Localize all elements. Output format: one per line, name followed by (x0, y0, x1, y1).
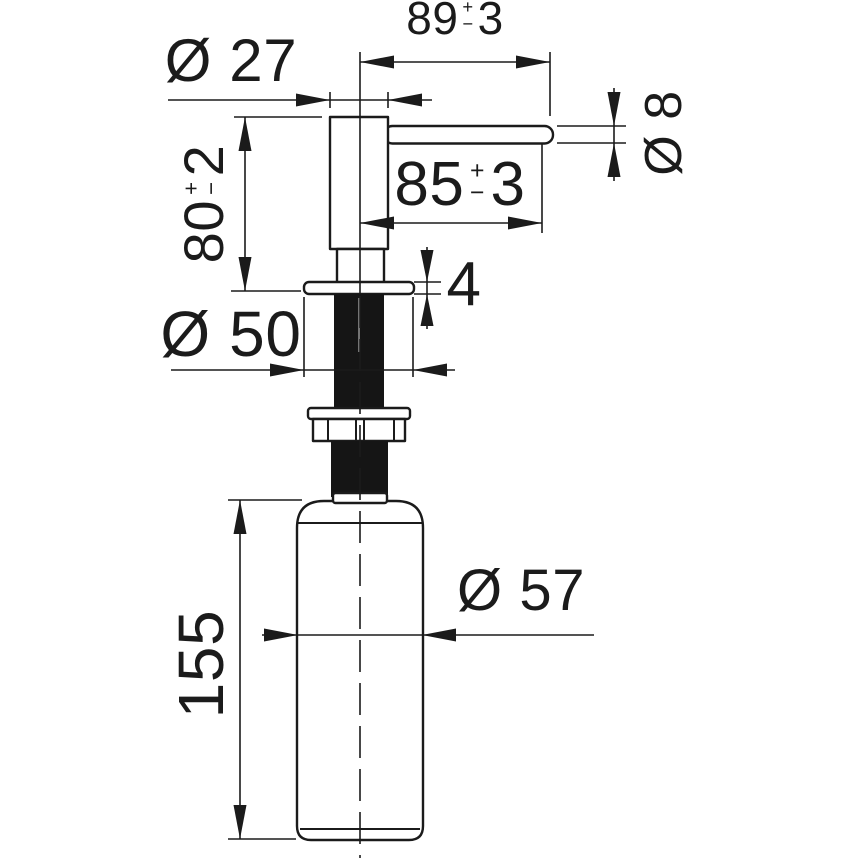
dim-89-label: 89 + − 3 (406, 0, 503, 41)
dim-80-tolerance: 2 (172, 144, 235, 177)
dim-85-label: 85 + − 3 (394, 154, 525, 216)
dim-89-value: 89 (406, 0, 459, 44)
plus-minus-symbol: + − (462, 0, 474, 35)
dim-85-lines (360, 144, 543, 233)
plus-minus-symbol: + − (178, 181, 224, 195)
dim-50-label: Ø 50 (160, 298, 302, 370)
dim-89-lines (360, 52, 551, 116)
spout (382, 124, 555, 145)
dim-4-lines (414, 247, 441, 329)
nut-facet-lines (327, 419, 395, 441)
nut-top-plate (306, 406, 412, 421)
dimension-lines (168, 52, 626, 840)
dispenser-outline (295, 115, 555, 842)
dim-27-lines (168, 92, 432, 108)
dim-8-label: Ø 8 (635, 90, 693, 176)
dim-8-lines (557, 88, 626, 181)
dim-89-tolerance: 3 (477, 0, 504, 44)
dim-50-lines (171, 297, 455, 377)
dim-85-tolerance: 3 (490, 150, 526, 219)
mounting-flange (302, 280, 416, 296)
dim-80-value: 80 (172, 199, 235, 264)
dim-57-lines (262, 628, 594, 642)
dim-80-lines (231, 116, 322, 292)
dim-85-value: 85 (394, 150, 465, 219)
nut-hex-body (311, 417, 407, 443)
plus-minus-symbol: + − (469, 157, 486, 207)
dim-57-label: Ø 57 (456, 558, 586, 623)
dim-155-lines (228, 499, 302, 840)
pump-head (328, 115, 390, 251)
dim-80-label: 80 + − 2 (172, 144, 235, 264)
dim-4-label: 4 (446, 250, 482, 319)
dim-155-label: 155 (165, 609, 237, 719)
dim-27-label: Ø 27 (164, 27, 298, 94)
